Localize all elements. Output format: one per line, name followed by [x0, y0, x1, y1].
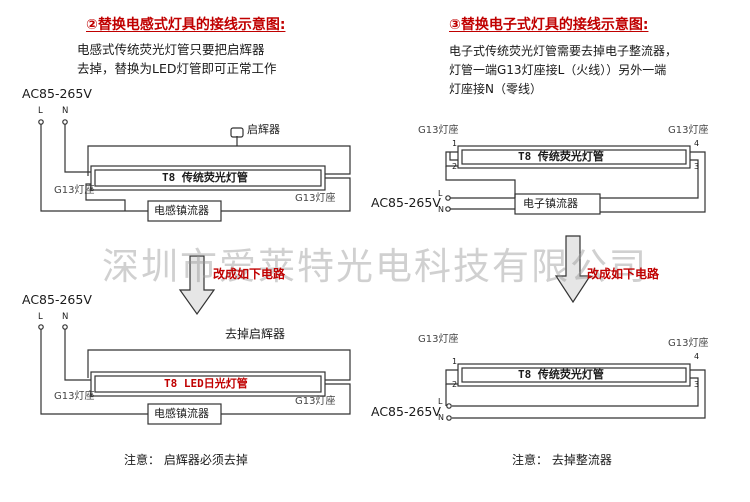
tube-inner-left-top: [94, 169, 322, 187]
right-g13-right: G13灯座: [668, 125, 709, 136]
right-pin1: 1: [452, 139, 458, 148]
right-pin4b: 4: [694, 352, 700, 361]
right-g13-left: G13灯座: [418, 125, 459, 136]
right-pin3b: 3: [694, 380, 700, 389]
watermark: 深圳市爱莱特光电科技有限公司: [102, 245, 648, 288]
left-ballast-top: 电感镇流器: [154, 204, 209, 217]
right-change-note: 改成如下电路: [587, 267, 660, 281]
left-n-label2: N: [62, 312, 69, 322]
right-n-label: N: [438, 205, 444, 214]
down-arrow-right: [554, 235, 592, 304]
right-pin2b: 2: [452, 380, 458, 389]
right-desc-line1: 电子式传统荧光灯管需要去掉电子整流器，: [449, 44, 678, 58]
wire-n-left-bottom: [64, 329, 91, 381]
terminal-n-left-top: [62, 119, 68, 125]
right-tube-bottom-label: T8 传统荧光灯管: [518, 368, 604, 381]
left-ballast-bottom: 电感镇流器: [154, 407, 209, 420]
wire-loop-left-bottom: [87, 349, 351, 381]
left-note: 注意： 启辉器必须去掉: [124, 453, 248, 467]
wire-right-end-right-bottom: [452, 369, 706, 419]
left-l-label: L: [38, 106, 43, 116]
right-g13-left2: G13灯座: [418, 334, 459, 345]
wire-pin-left-top: [85, 183, 126, 211]
left-tube-bottom-label: T8 LED日光灯管: [164, 377, 248, 390]
left-g13-right2: G13灯座: [295, 396, 336, 407]
right-pin1b: 1: [452, 357, 458, 366]
left-g13-right: G13灯座: [295, 193, 336, 204]
starter-icon: [230, 127, 244, 138]
wire-l-left-bottom: [40, 329, 148, 415]
right-n-label2: N: [438, 413, 444, 422]
wire-starter-loop-left-top: [87, 145, 351, 176]
wire-right-end2-right-top: [600, 159, 699, 199]
right-pin4: 4: [694, 139, 700, 148]
left-remove-starter: 去掉启辉器: [225, 327, 286, 341]
tube-inner-left-bottom: [94, 375, 322, 393]
terminal-l-left-bottom: [38, 324, 44, 330]
wire-ballast-right-left-top: [221, 177, 351, 212]
left-tube-top-label: T8 传统荧光灯管: [162, 171, 248, 184]
wire-l-left-top: [40, 124, 148, 212]
wire-left-end-right-bottom: [445, 369, 458, 385]
left-l-label2: L: [38, 312, 43, 322]
right-note: 注意： 去掉整流器: [512, 453, 612, 467]
left-heading: ②替换电感式灯具的接线示意图:: [86, 17, 286, 33]
wire-n-left-top: [64, 124, 91, 173]
right-desc-line2: 灯管一端G13灯座接L（火线））另外一端: [449, 63, 667, 77]
left-change-note: 改成如下电路: [213, 267, 286, 281]
left-g13-left2: G13灯座: [54, 391, 95, 402]
wire-right-end2-right-bottom: [452, 377, 699, 407]
left-n-label: N: [62, 106, 69, 116]
right-voltage-bottom: AC85-265V: [371, 404, 441, 419]
right-tube-top-label: T8 传统荧光灯管: [518, 150, 604, 163]
right-voltage-top: AC85-265V: [371, 195, 441, 210]
terminal-n-left-bottom: [62, 324, 68, 330]
terminal-n-right-bottom: [446, 415, 452, 421]
left-g13-left: G13灯座: [54, 185, 95, 196]
terminal-l-right-bottom: [446, 403, 452, 409]
left-voltage-top: AC85-265V: [22, 86, 92, 101]
right-l-label2: L: [438, 397, 443, 406]
tube-inner-right-top: [461, 149, 687, 165]
wire-left-end2-right-top: [449, 152, 458, 161]
terminal-l-right-top: [445, 195, 451, 201]
ballast-box-right-top: [514, 193, 601, 215]
wire-pin-right-top: [445, 166, 516, 198]
left-desc-line1: 电感式传统荧光灯管只要把启辉器: [77, 42, 265, 57]
tube-inner-right-bottom: [461, 367, 687, 383]
right-desc-line3: 灯座接N（零线）: [449, 82, 542, 96]
wire-left-end-right-top: [445, 151, 458, 167]
down-arrow-left: [178, 255, 216, 316]
right-pin3: 3: [694, 162, 700, 171]
right-pin2: 2: [452, 162, 458, 171]
tube-right-top: [457, 145, 691, 169]
right-heading: ③替换电子式灯具的接线示意图:: [449, 17, 649, 33]
tube-right-bottom: [457, 363, 691, 387]
right-g13-right2: G13灯座: [668, 338, 709, 349]
right-ballast: 电子镇流器: [523, 197, 578, 210]
left-desc-line2: 去掉，替换为LED灯管即可正常工作: [77, 61, 277, 76]
right-l-label: L: [438, 189, 443, 198]
wire-ballast-right-left-bottom: [221, 383, 351, 415]
terminal-n-right-top: [445, 206, 451, 212]
wire-right-end-right-top: [600, 151, 706, 213]
terminal-l-left-top: [38, 119, 44, 125]
left-voltage-bottom: AC85-265V: [22, 292, 92, 307]
left-starter-label: 启辉器: [247, 123, 280, 136]
